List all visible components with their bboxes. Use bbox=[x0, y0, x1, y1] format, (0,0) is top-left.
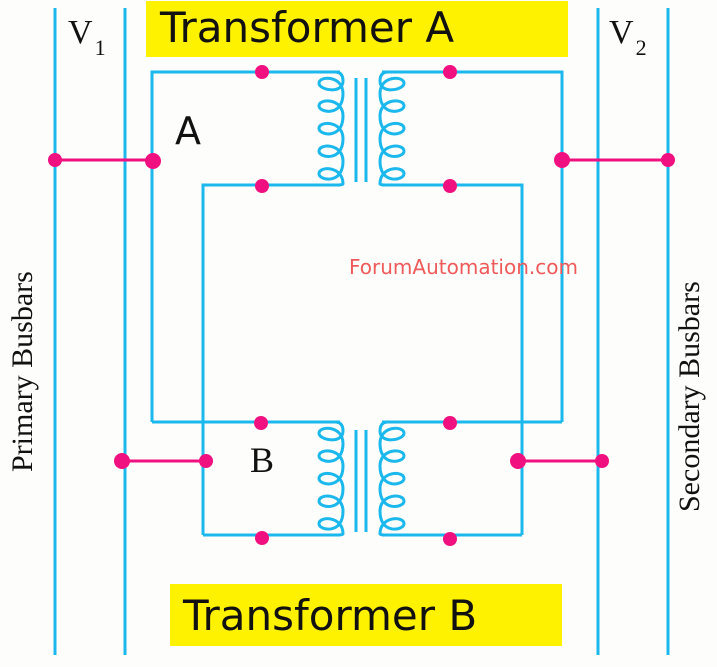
terminal-dot bbox=[255, 65, 269, 79]
v1-main: V bbox=[68, 14, 93, 51]
node-a-label: A bbox=[175, 109, 201, 153]
terminal-dot bbox=[443, 416, 457, 430]
junction-dot bbox=[145, 153, 161, 169]
transformer-b-title: Transformer B bbox=[183, 591, 478, 640]
terminal-dot bbox=[443, 65, 457, 79]
v2-label: V2 bbox=[609, 14, 647, 59]
transformer-a-primary-top-wire bbox=[150, 70, 340, 422]
junction-dot bbox=[661, 153, 675, 167]
v2-main: V bbox=[609, 14, 634, 51]
transformer-a-secondary-bottom-wire bbox=[382, 183, 524, 535]
transformer-a-primary-bottom-wire bbox=[201, 183, 340, 535]
v1-subscript: 1 bbox=[94, 35, 106, 60]
transformer-b-secondary-coil-icon bbox=[378, 420, 408, 537]
transformer-a-title-box bbox=[146, 1, 568, 57]
junction-dot bbox=[48, 153, 62, 167]
junction-dot bbox=[554, 152, 570, 168]
transformer-a-secondary-coil-icon bbox=[378, 70, 408, 187]
transformer-b-title-box bbox=[170, 584, 562, 646]
terminal-dot bbox=[443, 179, 457, 193]
junction-dot bbox=[510, 453, 526, 469]
watermark: ForumAutomation.com bbox=[349, 255, 578, 279]
terminal-dot bbox=[255, 179, 269, 193]
junction-dot bbox=[114, 453, 130, 469]
terminal-dot bbox=[254, 416, 268, 430]
terminal-dot bbox=[443, 532, 457, 546]
transformer-b-primary-coil-icon bbox=[315, 420, 345, 537]
secondary-busbars-label: Secondary Busbars bbox=[673, 281, 706, 512]
terminal-dot bbox=[255, 531, 269, 545]
v2-subscript: 2 bbox=[635, 35, 647, 60]
transformer-a-primary-coil-icon bbox=[315, 70, 345, 187]
transformer-a-title: Transformer A bbox=[160, 3, 455, 52]
v1-label: V1 bbox=[68, 14, 106, 59]
junction-dot bbox=[199, 454, 213, 468]
junction-dot bbox=[595, 454, 609, 468]
transformer-a-secondary-top-wire bbox=[382, 70, 564, 422]
primary-busbars-label: Primary Busbars bbox=[6, 271, 39, 472]
node-b-label: B bbox=[250, 440, 275, 480]
